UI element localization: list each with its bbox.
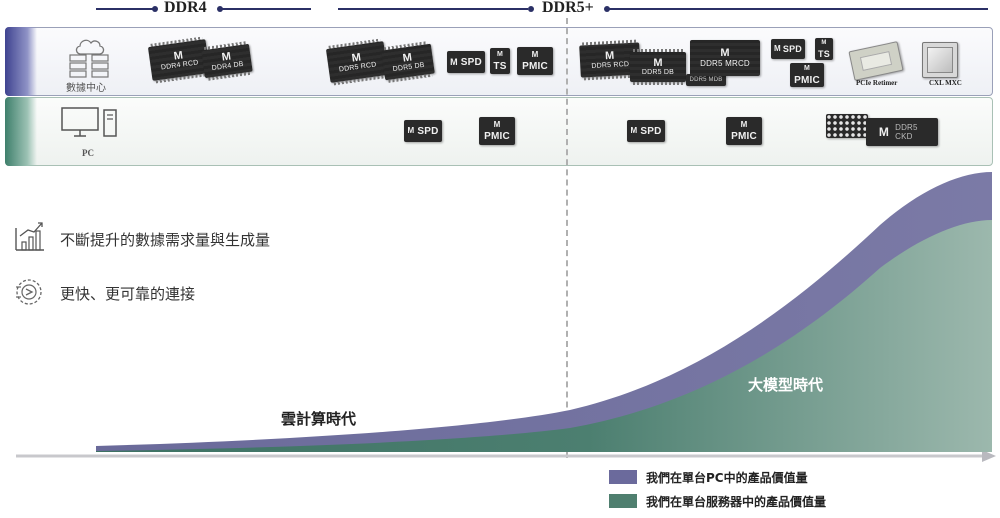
spd-chip-label: SPD (460, 56, 482, 68)
pc-spd-label: SPD (417, 125, 439, 137)
ts-chip-label: TS (493, 61, 507, 72)
ddr4-era-dot-left (152, 6, 158, 12)
pc-row-accent (5, 97, 37, 166)
ddr5-db-2-label: DDR5 DB (641, 69, 675, 76)
cxl-mxc-die (927, 47, 953, 73)
datacenter-server-icon (69, 39, 109, 78)
connection-gear-icon (16, 279, 42, 305)
legend-pc-label: 我們在單台PC中的產品價值量 (646, 471, 808, 485)
large-model-era-label: 大模型時代 (748, 376, 824, 394)
datacenter-label: 數據中心 (66, 83, 106, 94)
ddr5-mrcd-label: DDR5 MRCD (700, 59, 750, 68)
ts-chip-2-label: TS (818, 49, 830, 59)
cxl-mxc-caption: CXL MXC (929, 79, 962, 87)
datacenter-row-accent (5, 27, 37, 96)
pc-pmic-2-label: PMIC (731, 131, 757, 142)
pc-pmic-label: PMIC (484, 131, 510, 142)
ddr5-era-label: DDR5+ (542, 0, 594, 16)
cxl-mxc-chip (922, 42, 958, 78)
pcie-retimer-caption: PCIe Retimer (856, 79, 898, 87)
ddr5-ckd-label: DDR5 CKD (895, 123, 918, 141)
ddr5-mdb-chip: DDR5 MDB (686, 74, 726, 86)
ddr5-ckd-ball-grid (826, 114, 868, 138)
ddr4-era-line-right (221, 8, 311, 10)
legend-server-label: 我們在單台服務器中的產品價值量 (646, 495, 827, 509)
server-value-area (96, 220, 992, 452)
ddr5-mdb-label: DDR5 MDB (689, 77, 723, 83)
bullet-data-demand: 不斷提升的數據需求量與生成量 (60, 231, 271, 249)
legend-server-swatch (609, 494, 637, 508)
bullet-faster-connection: 更快、更可靠的連接 (60, 285, 196, 303)
ddr5-era-line-left (338, 8, 528, 10)
ddr4-era-label: DDR4 (164, 0, 207, 16)
legend-pc-swatch (609, 470, 637, 484)
ddr5-era-dot-right (604, 6, 610, 12)
pc-spd-2-label: SPD (640, 125, 662, 137)
ddr5-era-line-right (608, 8, 988, 10)
pc-label: PC (82, 148, 94, 158)
ddr4-era-line-left (96, 8, 154, 10)
spd-chip-2-label: SPD (782, 43, 802, 54)
cloud-era-label: 雲計算時代 (281, 410, 357, 428)
growth-chart-icon (15, 222, 44, 251)
era-divider-line (566, 18, 568, 458)
x-axis-arrowhead (982, 450, 996, 462)
pmic-chip-label: PMIC (522, 61, 548, 72)
ddr4-era-dot-right (217, 6, 223, 12)
pmic-chip-2-label: PMIC (794, 75, 820, 86)
pc-computer-icon (61, 107, 117, 137)
ddr5-era-dot-left (528, 6, 534, 12)
